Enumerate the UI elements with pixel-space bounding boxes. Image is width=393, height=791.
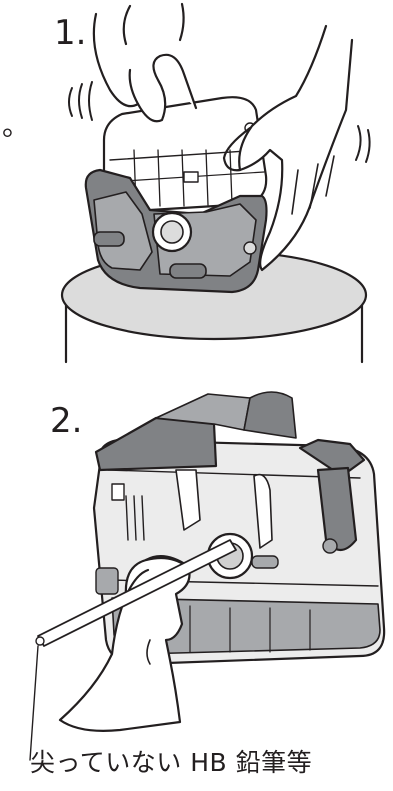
step-2-caption: 尖っていない HB 鉛筆等 (30, 750, 312, 775)
step2-illustration (30, 392, 384, 760)
step-1-number: 1. (54, 16, 86, 50)
step1-illustration (62, 4, 370, 362)
caption-leader-line (30, 646, 38, 760)
step-1-side-mark: 。 (2, 112, 30, 140)
step-2-number: 2. (50, 404, 82, 438)
